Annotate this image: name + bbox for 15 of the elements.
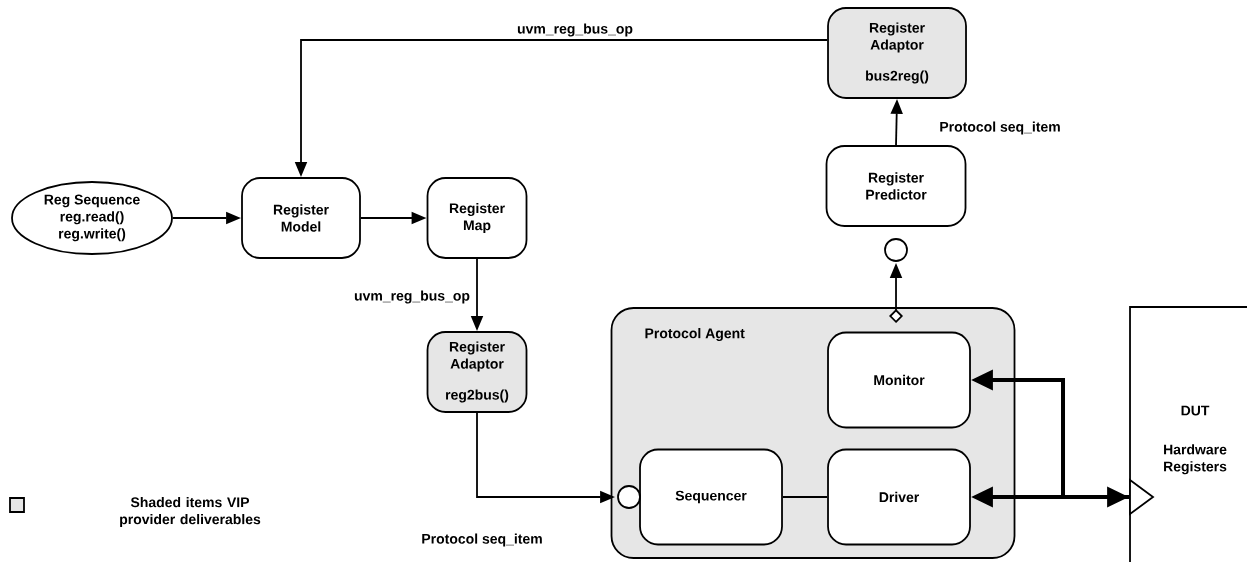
process-box: Driver (827, 448, 971, 546)
edge-label: uvm_reg_bus_op (517, 23, 633, 37)
process-box: Register Predictor (825, 145, 967, 227)
adaptor-box: Register Adaptor bus2reg() (827, 7, 967, 99)
adaptor-box: Register Adaptor reg2bus() (426, 331, 528, 413)
dut-block: DUT Hardware Registers (1129, 306, 1247, 562)
connector-line (782, 496, 828, 498)
process-box: Register Map (426, 177, 528, 259)
process-box: Sequencer (639, 448, 783, 546)
legend-text: Shaded items VIP provider deliverables (120, 496, 261, 527)
edge-label: Protocol seq_item (940, 121, 1060, 135)
edge-label: Protocol seq_item (422, 533, 542, 547)
process-box: Monitor (827, 331, 971, 429)
edge-label: uvm_reg_bus_op (354, 290, 470, 304)
process-box: Register Model (241, 177, 361, 259)
